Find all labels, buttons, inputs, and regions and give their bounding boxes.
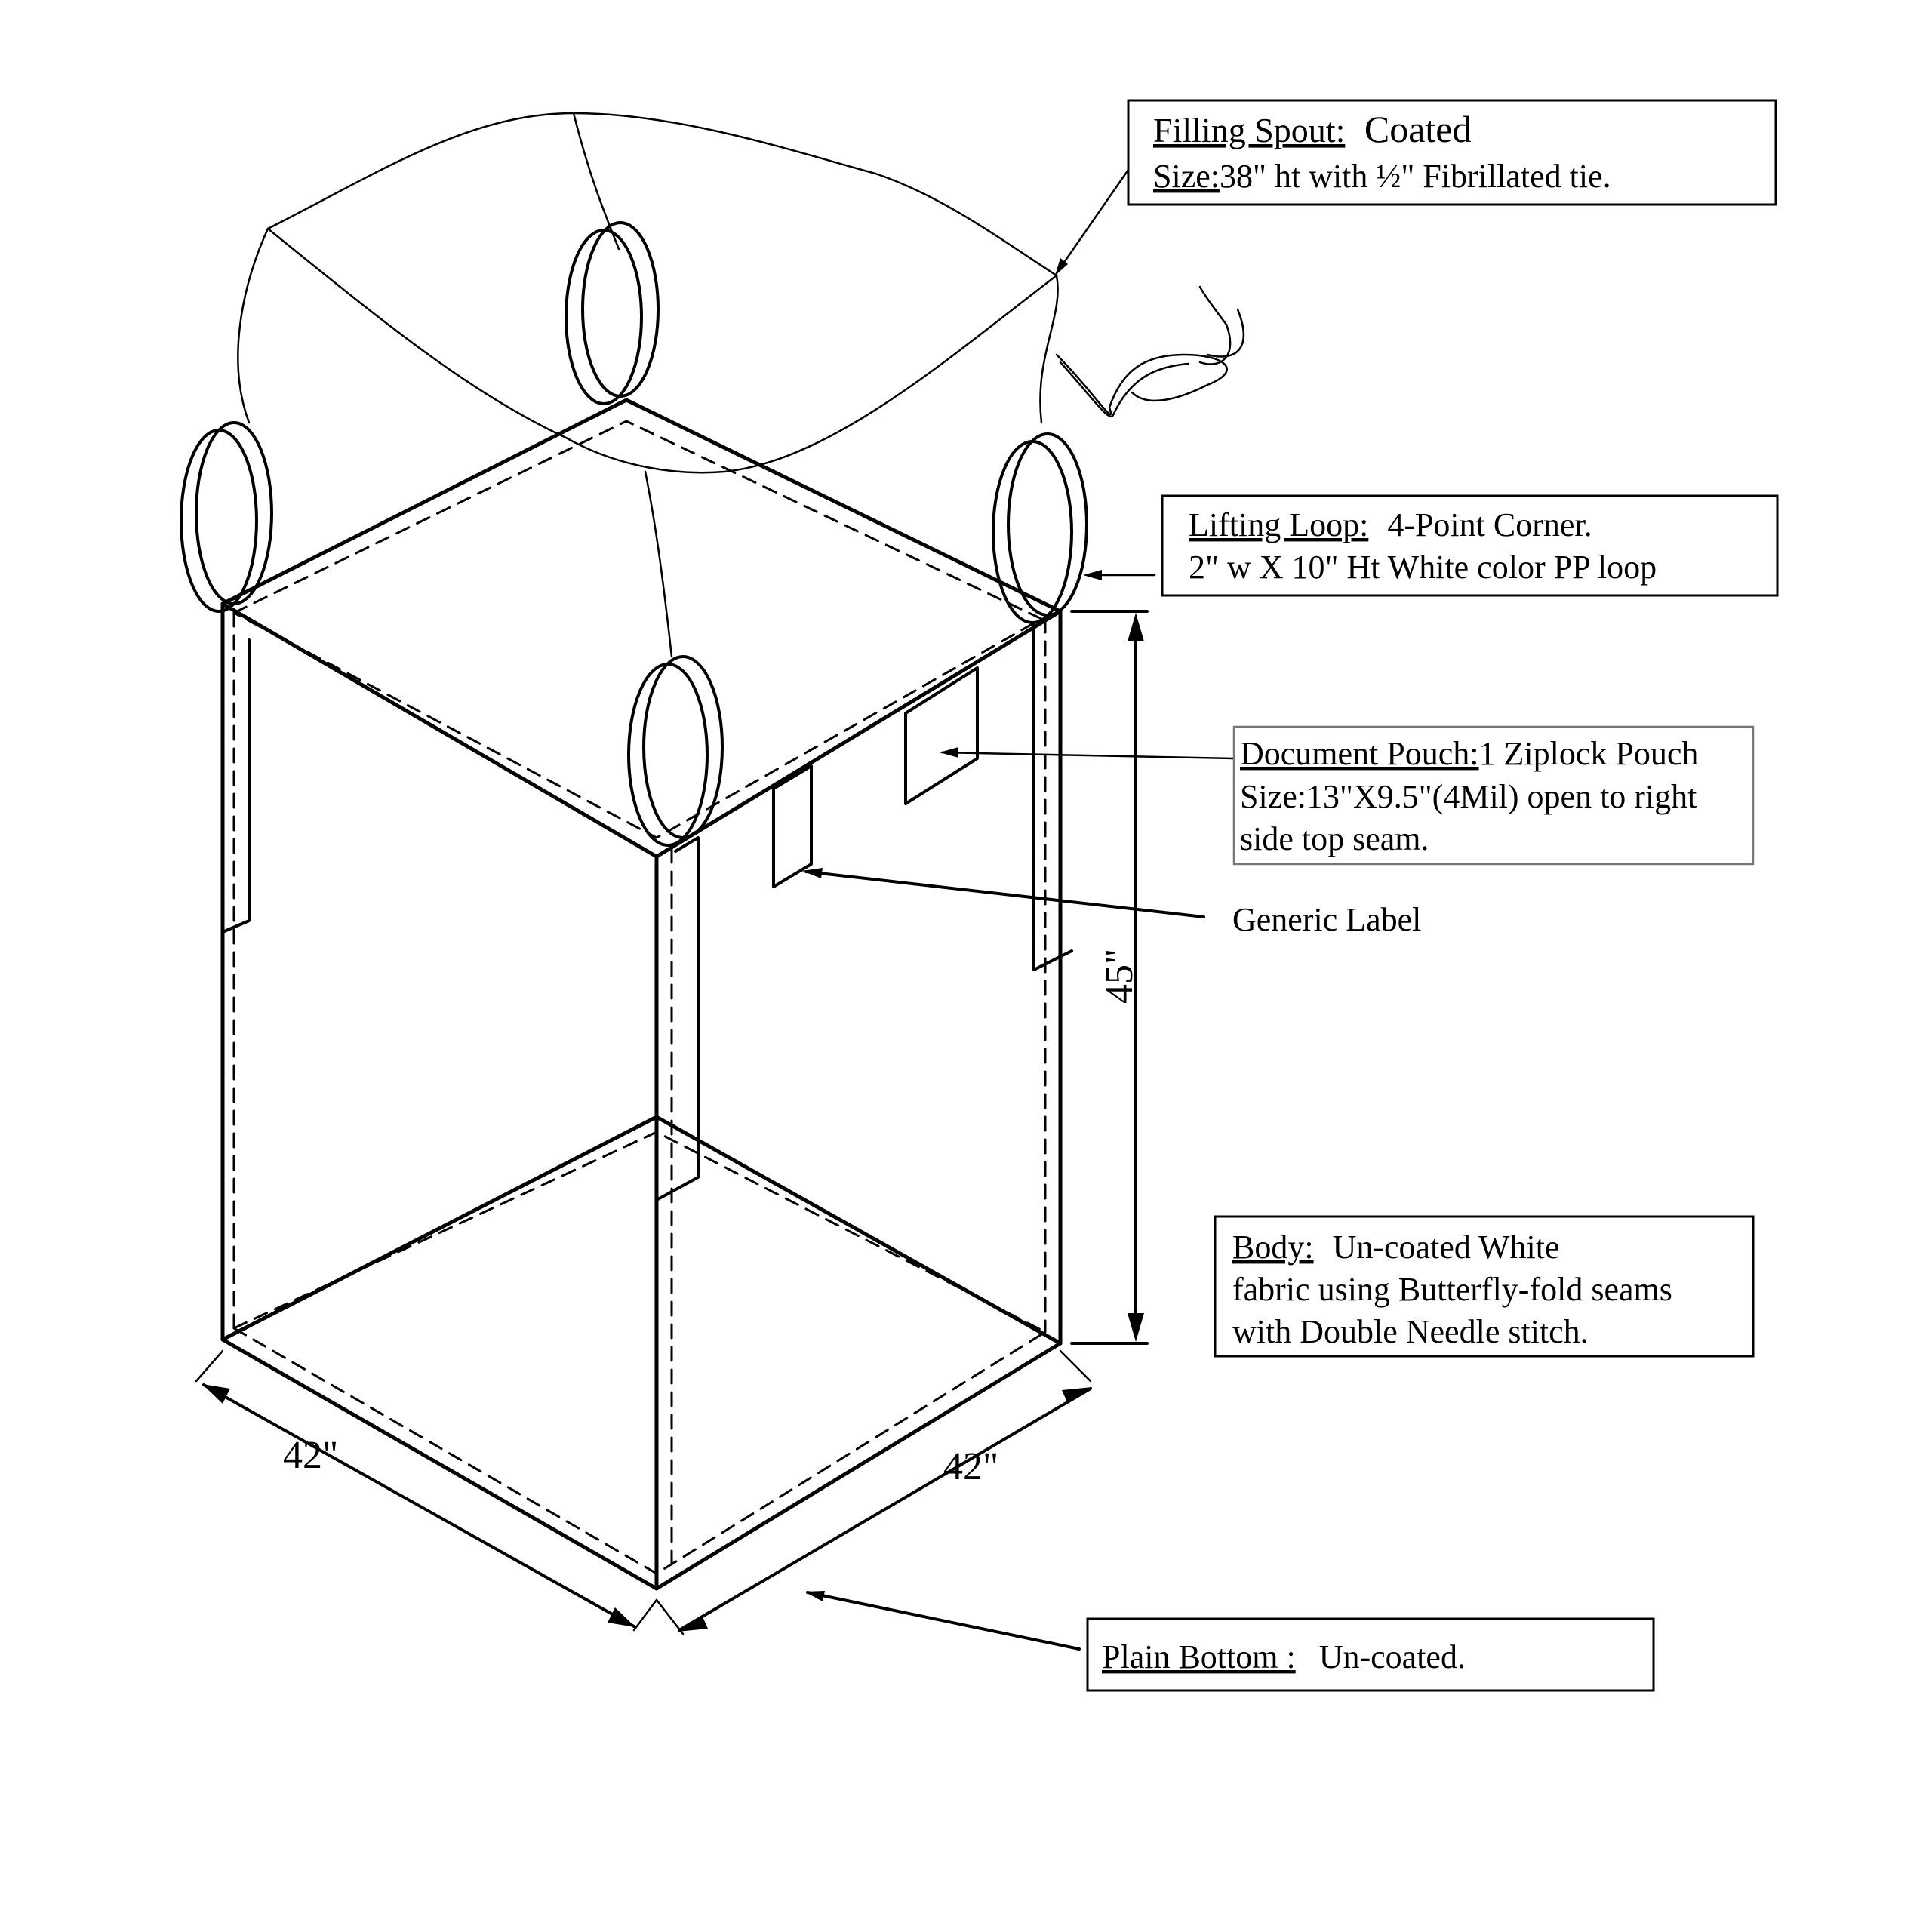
svg-text:Size:38" ht with ½" Fibrillate: Size:38" ht with ½" Fibrillated tie. — [1153, 158, 1611, 195]
callout-plain-bottom: Plain Bottom : Un-coated. — [1086, 1617, 1655, 1692]
plain-bottom-heading: Plain Bottom : — [1102, 1638, 1296, 1675]
height-dimension: 45" — [1070, 610, 1149, 1345]
bottom-face — [220, 1115, 1063, 1591]
callout-filling-spout: Filling Spout: Coated Size:38" ht with ½… — [1127, 99, 1777, 206]
svg-text:Body: Un-coated White: Body: Un-coated White — [1232, 1229, 1560, 1266]
left-width-dimension: 42" — [195, 1349, 658, 1632]
plain-bottom-value: Un-coated. — [1319, 1638, 1466, 1675]
filling-spout-size-label: Size: — [1153, 158, 1220, 195]
document-pouch-heading: Document Pouch: — [1240, 735, 1479, 772]
callout-body: Body: Un-coated White fabric using Butte… — [1214, 1215, 1755, 1358]
body-heading: Body: — [1232, 1229, 1314, 1266]
body-value: Un-coated White — [1333, 1229, 1560, 1266]
filling-spout-heading: Filling Spout: — [1153, 111, 1345, 149]
document-pouch-value: 1 Ziplock Pouch — [1479, 735, 1699, 772]
body-frame — [220, 601, 1063, 1591]
body-line2: fabric using Butterfly-fold seams — [1232, 1271, 1672, 1308]
document-pouch-line2: Size:13"X9.5"(4Mil) open to right — [1240, 778, 1697, 815]
lifting-loop-line2: 2" w X 10" Ht White color PP loop — [1189, 549, 1657, 586]
leader-lines — [802, 168, 1235, 1651]
generic-label-rect — [772, 764, 813, 888]
callout-document-pouch: Document Pouch:1 Ziplock Pouch Size:13"X… — [1232, 725, 1755, 866]
width-right-label: 42" — [943, 1445, 998, 1488]
generic-label-text: Generic Label — [1232, 901, 1421, 938]
right-width-dimension: 42" — [655, 1349, 1092, 1635]
filling-spout-value: Coated — [1364, 108, 1472, 150]
callout-lifting-loop: Lifting Loop: 4-Point Corner. 2" w X 10"… — [1161, 494, 1779, 597]
body-line3: with Double Needle stitch. — [1232, 1313, 1589, 1350]
loop-left — [180, 421, 273, 613]
filling-spout — [237, 112, 1245, 658]
filling-spout-size-value: 38" ht with ½" Fibrillated tie. — [1220, 158, 1611, 195]
svg-text:Document Pouch:1 Ziplock Pouch: Document Pouch:1 Ziplock Pouch — [1240, 735, 1698, 772]
loop-back — [565, 221, 660, 405]
loop-right — [992, 432, 1088, 624]
top-face — [220, 398, 1063, 859]
document-pouch-line3: side top seam. — [1240, 820, 1429, 857]
width-left-label: 42" — [283, 1434, 338, 1477]
svg-text:Lifting Loop: 4-Point Co: Lifting Loop: 4-Point Corner. — [1189, 506, 1592, 543]
lifting-loop-heading: Lifting Loop: — [1189, 506, 1368, 543]
svg-text:Filling Spout: Coated: Filling Spout: Coated — [1153, 108, 1472, 150]
loop-front — [627, 655, 724, 847]
svg-text:Plain Bottom : Un-coated: Plain Bottom : Un-coated. — [1102, 1638, 1466, 1675]
lifting-loops — [180, 221, 1088, 847]
seam-strips — [221, 623, 1073, 1201]
height-label: 45" — [1098, 949, 1141, 1004]
document-pouch-rect — [904, 666, 979, 805]
lifting-loop-value: 4-Point Corner. — [1387, 506, 1592, 543]
